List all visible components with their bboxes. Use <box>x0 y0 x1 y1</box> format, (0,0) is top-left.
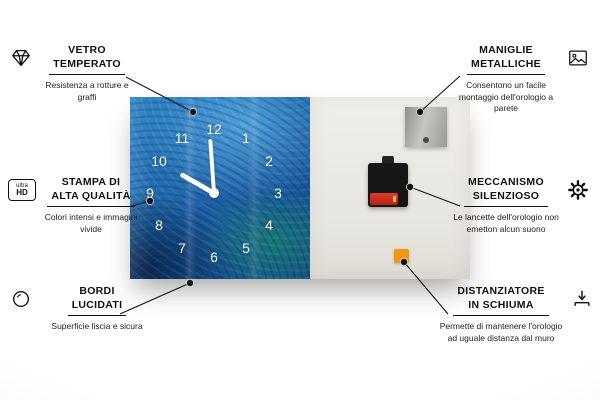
callout-title: MECCANISMO SILENZIOSO <box>464 176 548 208</box>
callout-description: Consentono un facile montaggio dell'orol… <box>458 80 554 114</box>
clock-number: 8 <box>155 217 163 233</box>
clock-number: 2 <box>265 153 273 169</box>
callout-vetro-temperato: VETRO TEMPERATO Resistenza a rotture e g… <box>10 44 137 103</box>
callout-stampa-alta-qualita: ultra HD STAMPA DI ALTA QUALITÀ Colori i… <box>8 176 141 235</box>
dot-bordi <box>185 278 195 288</box>
callout-meccanismo-silenzioso: MECCANISMO SILENZIOSO Le lancette dell'o… <box>450 176 589 235</box>
clock-back-view <box>310 97 470 279</box>
clock-number: 3 <box>274 185 282 201</box>
minute-hand <box>208 138 216 194</box>
clock-number: 1 <box>242 130 250 146</box>
clock-number: 12 <box>206 121 222 137</box>
ultra-hd-icon: ultra HD <box>8 179 36 201</box>
diamond-icon <box>10 47 32 74</box>
callout-description: Colori intensi e immagini vivide <box>44 212 138 234</box>
callout-maniglie-metalliche: MANIGLIE METALLICHE Consentono un facile… <box>450 44 589 115</box>
callout-description: Le lancette dell'orologio non emetton al… <box>453 212 559 234</box>
callout-title: BORDI LUCIDATI <box>67 285 127 317</box>
callout-title: DISTANZIATORE IN SCHIUMA <box>453 285 549 317</box>
clock-number: 6 <box>210 249 218 265</box>
clock-number: 10 <box>151 153 167 169</box>
clock-number: 7 <box>178 240 186 256</box>
foam-spacer <box>394 249 409 263</box>
callout-title: VETRO TEMPERATO <box>49 44 125 76</box>
callout-title: STAMPA DI ALTA QUALITÀ <box>47 176 135 208</box>
polished-circle-icon <box>10 288 32 315</box>
metal-mounting-plate <box>405 107 447 147</box>
callout-title: MANIGLIE METALLICHE <box>467 44 545 76</box>
arrow-down-spacer-icon <box>571 288 593 315</box>
picture-frame-icon <box>567 47 589 74</box>
clock-front-view: 12 1 2 3 4 5 6 7 8 9 10 11 <box>130 97 310 279</box>
clock-number: 4 <box>265 217 273 233</box>
clock-center-cap <box>209 188 219 198</box>
callout-bordi-lucidati: BORDI LUCIDATI Superficie liscia e sicur… <box>10 285 157 333</box>
clock-number: 9 <box>146 185 154 201</box>
clock-number: 11 <box>174 130 190 146</box>
mechanism-hanger <box>382 156 394 165</box>
callout-description: Superficie liscia e sicura <box>51 321 143 332</box>
battery <box>370 193 398 205</box>
clock-number: 5 <box>242 240 250 256</box>
callout-description: Permette di mantenere l'orologio ad ugua… <box>439 321 563 343</box>
callout-distanziatore-schiuma: DISTANZIATORE IN SCHIUMA Permette di man… <box>436 285 593 344</box>
product-image: 12 1 2 3 4 5 6 7 8 9 10 11 <box>130 97 470 279</box>
callout-description: Resistenza a rotture e graffi <box>45 80 129 102</box>
gear-icon <box>567 179 589 206</box>
